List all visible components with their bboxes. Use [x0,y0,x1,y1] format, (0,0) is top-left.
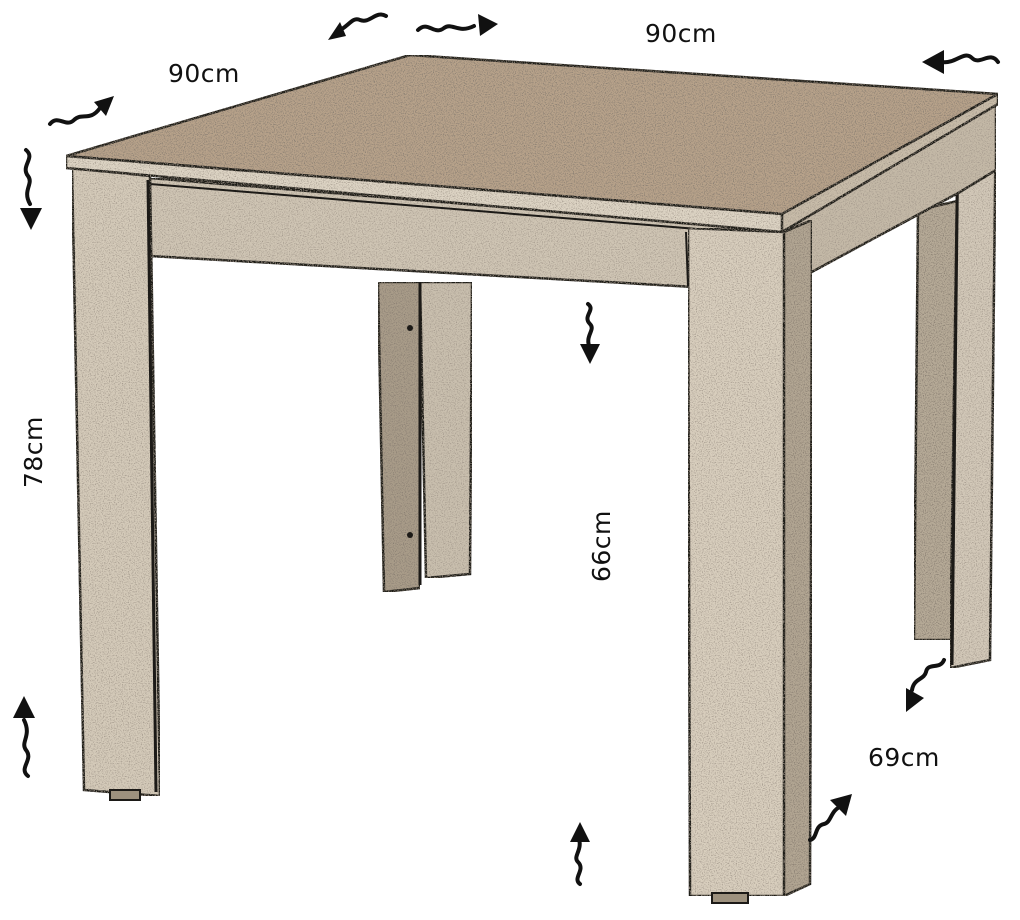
wavy-arrow-icon [906,658,946,712]
front-left-leg [70,166,162,801]
top-width-label: 90cm [645,19,717,48]
wavy-arrow-icon [13,696,35,778]
wavy-arrow-icon [580,302,600,364]
under-clearance-label: 66cm [587,510,616,582]
wavy-arrow-icon [328,12,388,40]
total-height-label: 78cm [19,416,48,488]
tabletop [64,53,1003,235]
wavy-arrow-icon [20,148,42,230]
top-depth-label: 90cm [168,59,240,88]
back-right-leg [912,97,998,670]
leg-span-label: 69cm [868,743,940,772]
wavy-arrow-icon [416,14,498,36]
wavy-arrow-icon [808,794,852,842]
back-left-leg [376,280,474,594]
wavy-arrow-icon [922,50,1000,74]
wavy-arrow-icon [570,822,590,886]
front-right-leg [685,218,814,904]
wavy-arrow-icon [48,96,114,126]
